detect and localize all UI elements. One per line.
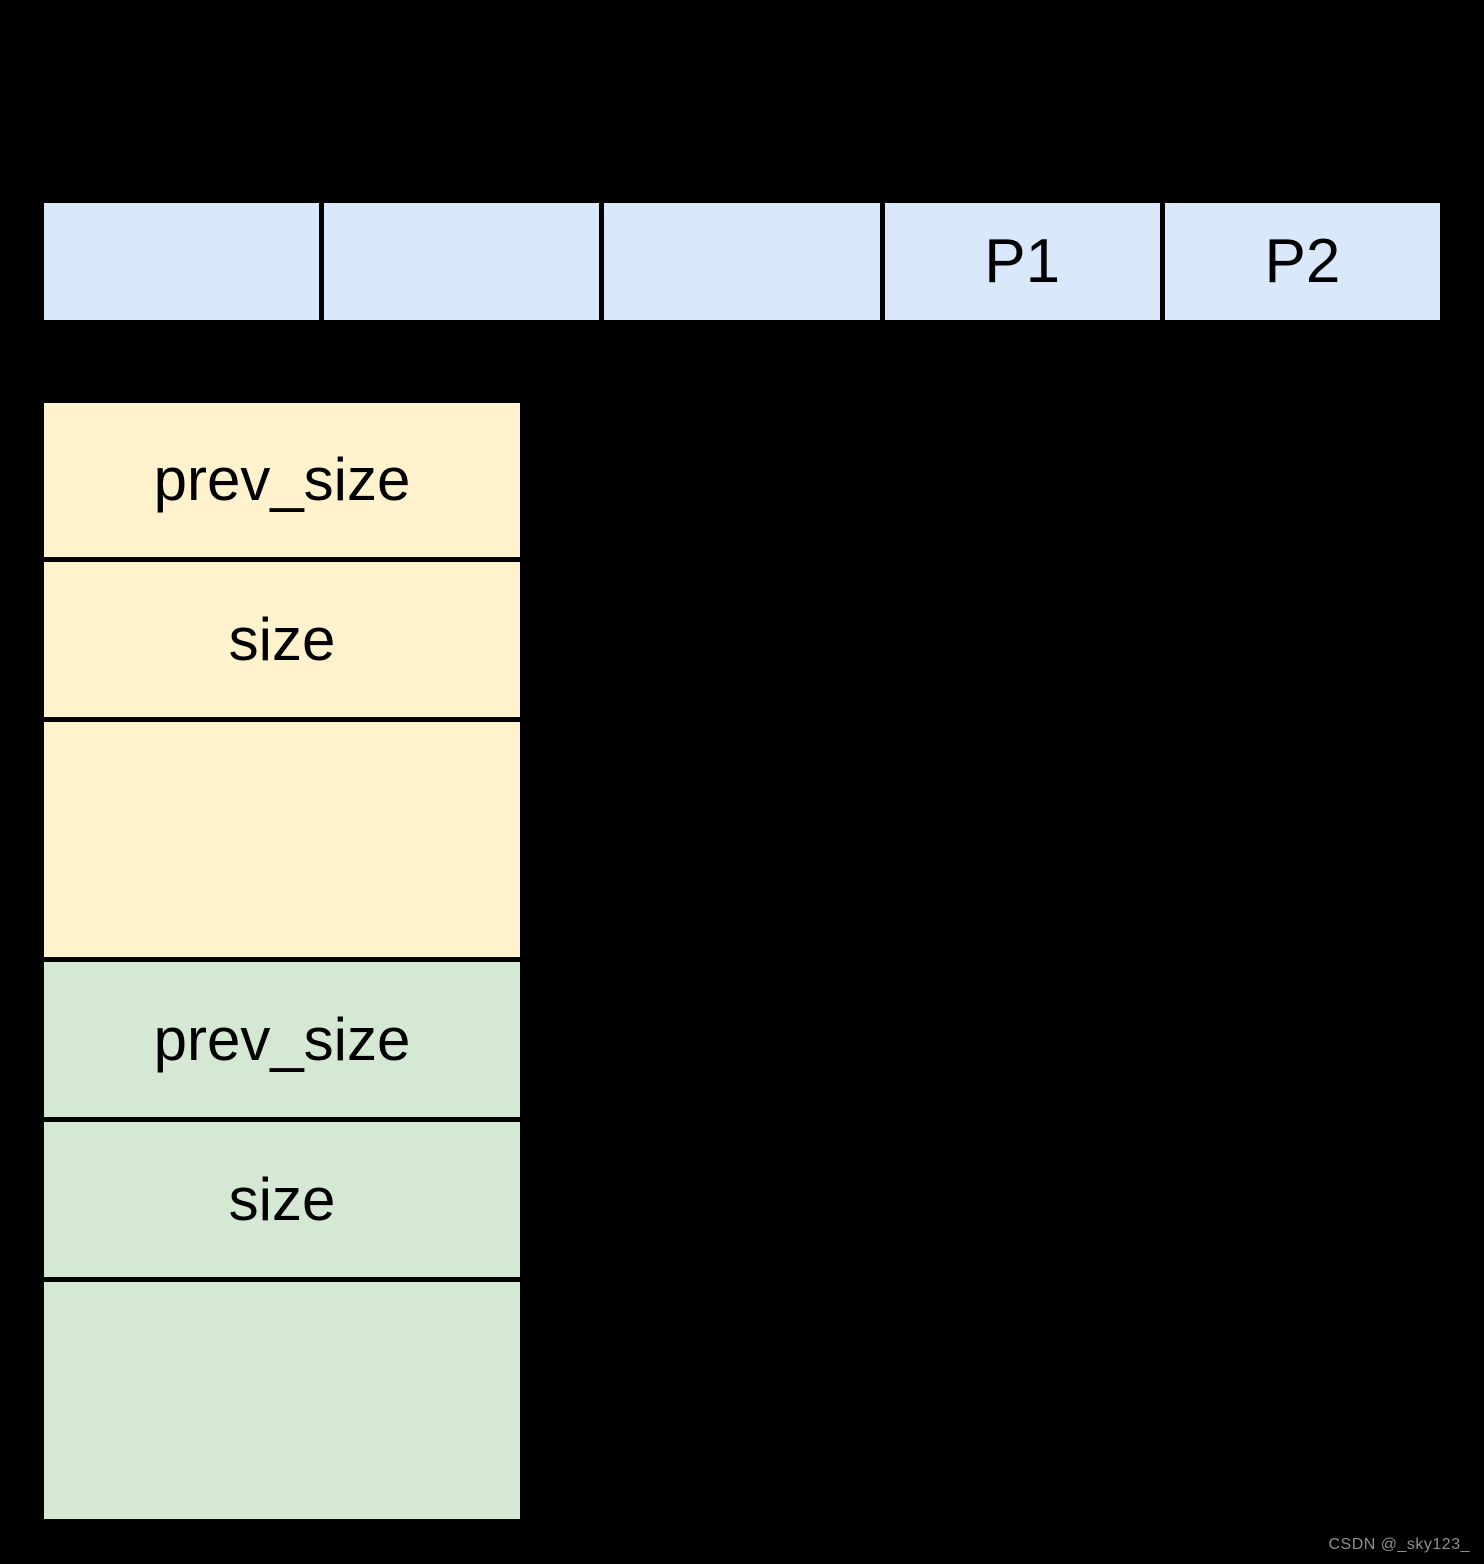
chunk-2-size-field: size	[44, 1122, 520, 1277]
pointer-cell-p1: P1	[884, 203, 1160, 320]
chunk-column: prev_size size prev_size size	[44, 403, 520, 1519]
pointer-array-row: P1 P2	[44, 203, 1441, 320]
pointer-cell-1	[44, 203, 320, 320]
chunk-1-size-field: size	[44, 562, 520, 717]
pointer-cell-p2: P2	[1164, 203, 1441, 320]
pointer-cell-2	[324, 203, 600, 320]
chunk-1-data-field	[44, 722, 520, 957]
chunk-1: prev_size size	[44, 403, 520, 957]
chunk-2-prev-size-field: prev_size	[44, 962, 520, 1117]
pointer-cell-3	[604, 203, 880, 320]
chunk-1-prev-size-field: prev_size	[44, 403, 520, 557]
chunk-2: prev_size size	[44, 962, 520, 1519]
chunk-2-data-field	[44, 1282, 520, 1519]
watermark: CSDN @_sky123_	[1328, 1536, 1470, 1553]
